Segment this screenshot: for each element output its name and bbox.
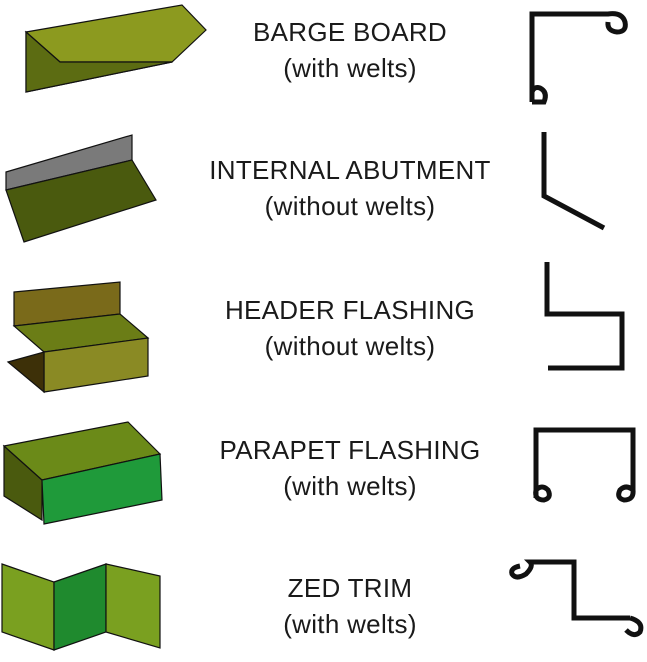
parapet-flashing-illustration (2, 421, 163, 525)
parapet-flashing-note: (with welts) (283, 471, 417, 501)
zed-trim-caption: ZED TRIM (with welts) (170, 570, 530, 642)
parapet-flashing-profile (533, 427, 636, 503)
barge-board-caption: BARGE BOARD (with welts) (170, 14, 530, 86)
internal-abutment-profile (541, 132, 606, 231)
header-flashing-illustration (6, 281, 150, 394)
zed-trim-panel-3 (105, 563, 161, 649)
parapet-flashing-label: PARAPET FLASHING (219, 435, 481, 465)
internal-abutment-illustration (5, 134, 157, 243)
row-internal-abutment: INTERNAL ABUTMENT (without welts) (0, 130, 647, 262)
internal-abutment-base (5, 159, 157, 243)
header-flashing-caption: HEADER FLASHING (without welts) (170, 292, 530, 364)
zed-trim-note: (with welts) (283, 609, 417, 639)
zed-trim-panel-1 (1, 563, 55, 651)
internal-abutment-label: INTERNAL ABUTMENT (209, 155, 491, 185)
parapet-flashing-front (41, 453, 163, 525)
zed-trim-illustration (1, 563, 161, 651)
header-flashing-note: (without welts) (264, 331, 436, 361)
internal-abutment-note: (without welts) (264, 191, 436, 221)
barge-board-label: BARGE BOARD (252, 17, 447, 47)
barge-board-front-face (25, 30, 173, 93)
parapet-flashing-caption: PARAPET FLASHING (with welts) (170, 432, 530, 504)
barge-board-note: (with welts) (283, 53, 417, 83)
barge-board-illustration (24, 4, 207, 93)
row-parapet-flashing: PARAPET FLASHING (with welts) (0, 400, 647, 532)
row-barge-board: BARGE BOARD (with welts) (0, 0, 647, 132)
row-header-flashing: HEADER FLASHING (without welts) (0, 262, 647, 394)
header-flashing-lower-flange (6, 351, 45, 394)
row-zed-trim: ZED TRIM (with welts) (0, 530, 647, 662)
zed-trim-profile (509, 559, 644, 638)
zed-trim-panel-2 (53, 563, 107, 651)
header-flashing-label: HEADER FLASHING (224, 295, 476, 325)
zed-trim-label: ZED TRIM (287, 573, 413, 603)
barge-board-profile (529, 11, 628, 105)
internal-abutment-caption: INTERNAL ABUTMENT (without welts) (170, 152, 530, 224)
header-flashing-profile (544, 262, 625, 371)
